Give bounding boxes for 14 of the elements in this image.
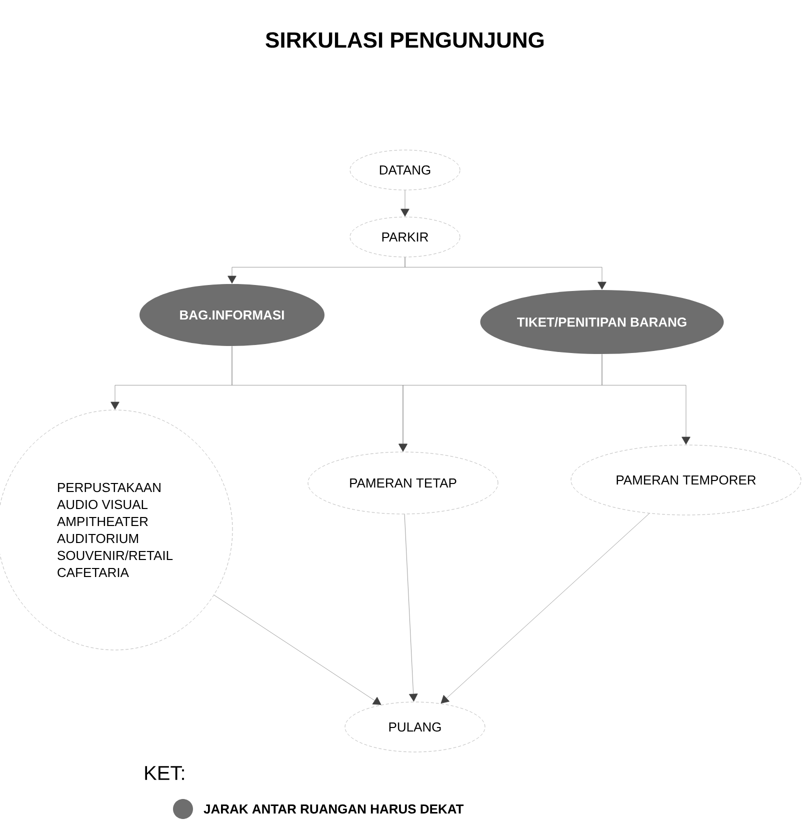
arrow xyxy=(404,257,606,290)
title: SIRKULASI PENGUNJUNG xyxy=(266,32,544,48)
ellipse-node: PARKIR xyxy=(350,216,460,258)
ellipse-node: PAMERAN TEMPORER xyxy=(570,444,802,516)
ellipse-node: PAMERAN TETAP xyxy=(308,452,498,514)
arrow xyxy=(400,190,410,217)
arrow xyxy=(602,354,690,445)
ellipse-node: DATANG xyxy=(350,150,460,190)
arrow xyxy=(404,514,418,702)
arrow xyxy=(214,594,382,705)
legend-text: JARAK ANTAR RUANGAN HARUS DEKAT xyxy=(204,804,464,814)
ellipse-node: PULANG xyxy=(344,702,486,752)
arrow xyxy=(440,513,650,704)
legend-heading: KET: xyxy=(145,766,184,780)
